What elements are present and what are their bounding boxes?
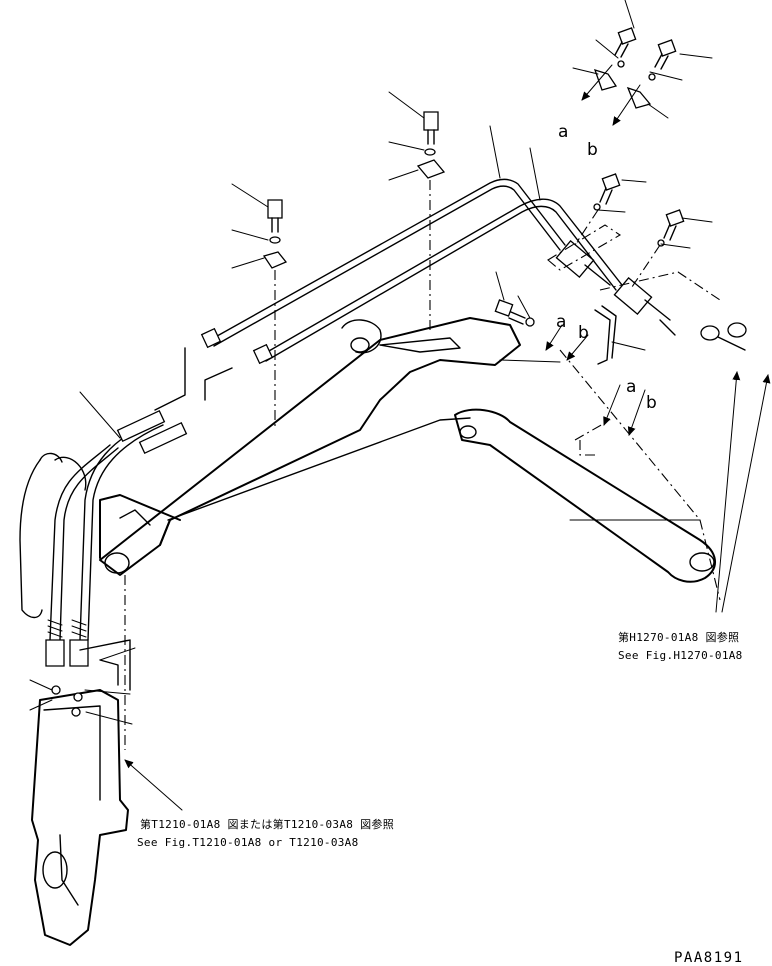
ref-note-right-jp: 第H1270-01A8 図参照: [618, 630, 739, 644]
clamp-bolt-set-5: [495, 300, 616, 364]
ref-note-left-en: See Fig.T1210-01A8 or T1210-03A8: [137, 836, 359, 849]
drawing-code: PAA8191: [674, 950, 744, 966]
hydraulic-pipes: [202, 179, 746, 363]
boom-body: [100, 318, 715, 582]
arm-body: [32, 640, 130, 945]
clamp-bolt-set-4: [594, 174, 684, 246]
assembly-center-lines: [125, 180, 720, 750]
ref-note-right-en: See Fig.H1270-01A8: [618, 649, 743, 662]
leader-lines: [30, 0, 712, 724]
direction-arrows: [124, 65, 771, 810]
left-hoses: [20, 411, 186, 666]
label-a-low: a: [626, 377, 636, 397]
label-b-mid: b: [578, 323, 589, 343]
clamp-bolt-set-3: [595, 28, 676, 108]
label-b-low: b: [646, 393, 657, 413]
ref-note-left-jp: 第T1210-01A8 図または第T1210-03A8 図参照: [140, 817, 394, 831]
label-a-top: a: [558, 122, 568, 142]
clamp-bolt-set-1: [264, 200, 286, 268]
clamp-bolt-set-2: [418, 112, 444, 178]
label-b-top: b: [587, 140, 598, 160]
label-a-mid: a: [556, 312, 566, 332]
